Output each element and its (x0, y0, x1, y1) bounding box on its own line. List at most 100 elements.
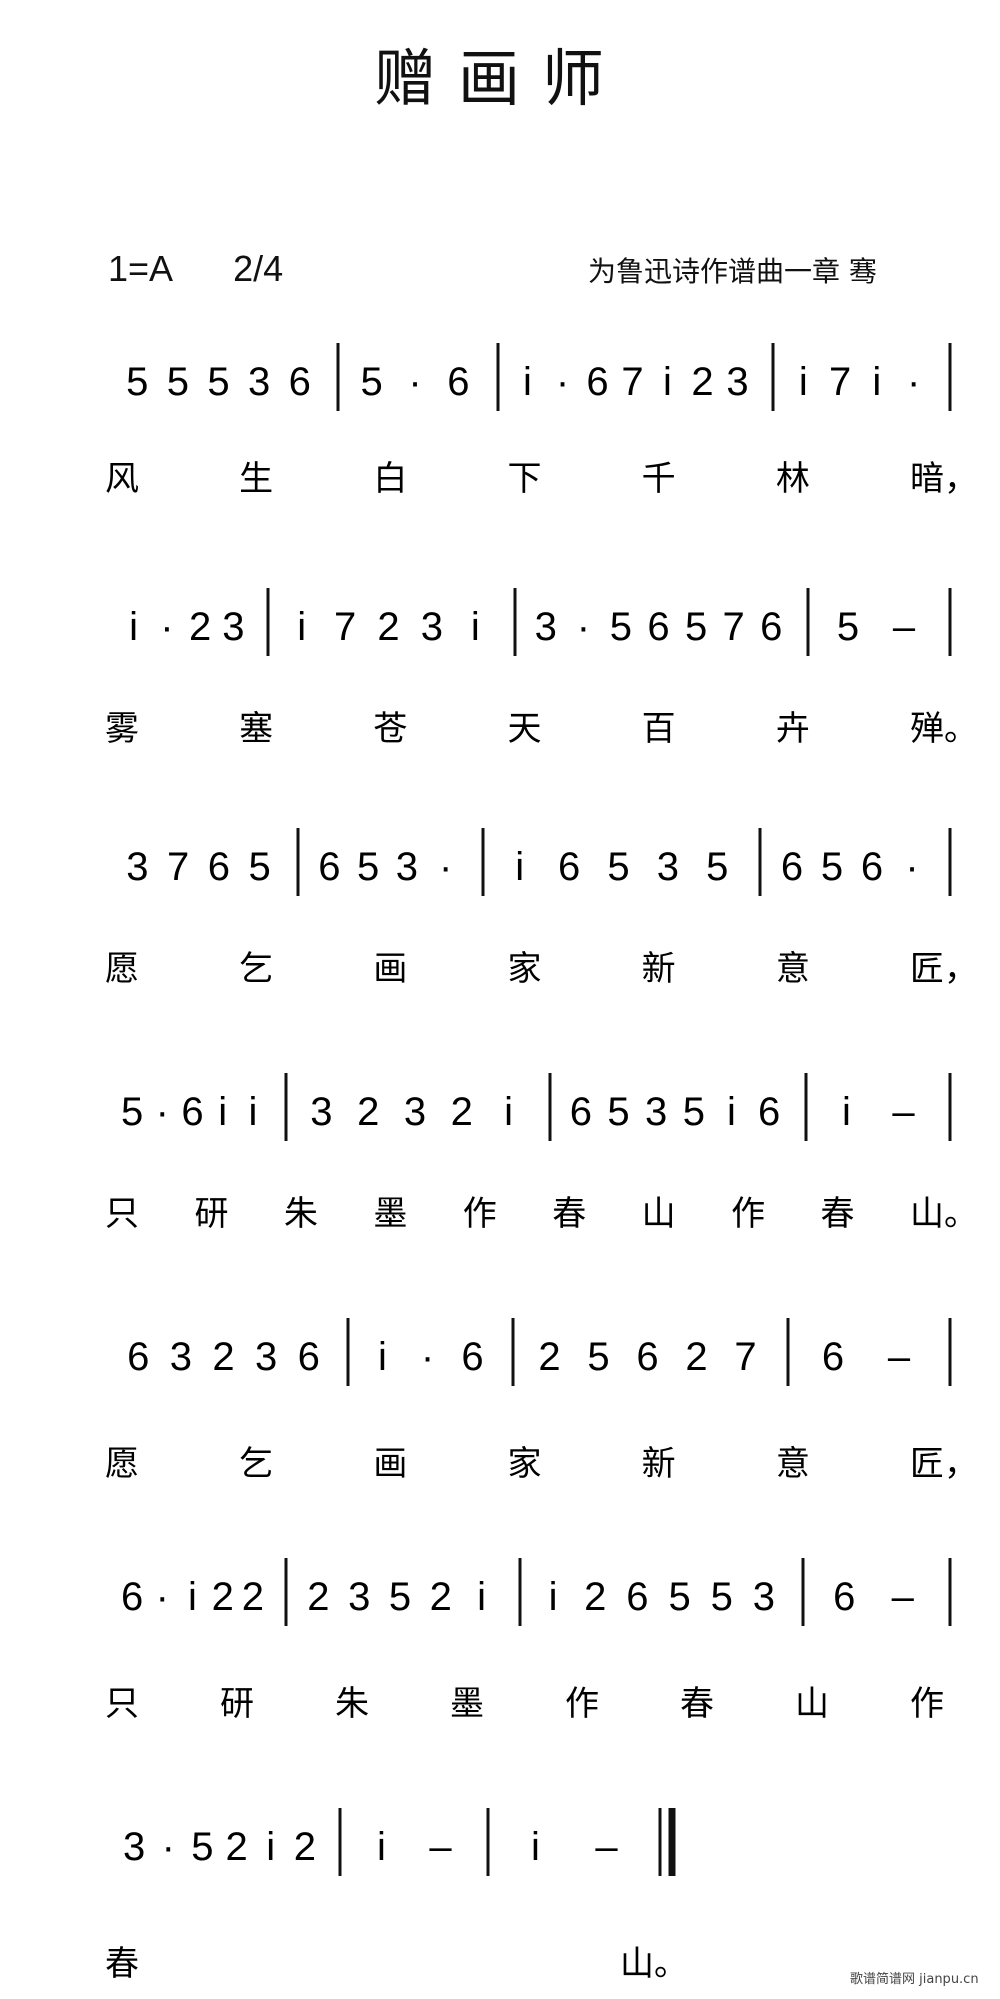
note: 5 (610, 605, 632, 649)
watermark: 歌谱简谱网 jianpu.cn (850, 1972, 979, 1987)
lyric-char: 春 (552, 1194, 586, 1234)
lyric-char: 新 (642, 1444, 676, 1484)
lyric-char: 研 (194, 1194, 228, 1234)
lyric-char: 家 (508, 1444, 542, 1484)
note: 3 (396, 845, 418, 889)
note: – (888, 1335, 911, 1379)
note: 6 (586, 360, 608, 404)
note: 2 (357, 1090, 379, 1134)
note: 2 (225, 1825, 247, 1869)
note: 5 (607, 1090, 629, 1134)
note: · (556, 360, 569, 404)
note: · (156, 1090, 169, 1134)
note: i (218, 1090, 227, 1134)
lyric-char: 春 (105, 1944, 139, 1984)
note: 2 (242, 1575, 264, 1619)
note: 5 (121, 1090, 143, 1134)
lyric-char: 只 (105, 1194, 139, 1234)
lyric-char: 朱 (284, 1194, 318, 1234)
note: · (905, 845, 918, 889)
note: i (377, 1825, 386, 1869)
credit-line: 为鲁迅诗作谱曲一章 骞 (588, 255, 877, 288)
lyric-char: 山 (642, 1194, 676, 1234)
lyric-char: 意 (776, 1444, 810, 1484)
lyric-char: 朱 (335, 1684, 369, 1724)
lyric-char: 苍 (373, 709, 407, 749)
note: 6 (833, 1575, 855, 1619)
lyric-char: 白 (373, 459, 407, 499)
note: 2 (212, 1575, 234, 1619)
note: 5 (706, 845, 728, 889)
note: i (378, 1335, 387, 1379)
lyric-char: 画 (373, 1444, 407, 1484)
note: 2 (294, 1825, 316, 1869)
note: – (595, 1825, 618, 1869)
note: · (408, 360, 421, 404)
note: 6 (781, 845, 803, 889)
lyric-char: 生 (239, 459, 273, 499)
note: 2 (584, 1575, 606, 1619)
lyric-char: 天 (508, 709, 542, 749)
lyric-char: 千 (642, 459, 676, 499)
lyric-char: 春 (821, 1194, 855, 1234)
lyric-char: 墨 (373, 1194, 407, 1234)
note: 6 (447, 360, 469, 404)
lyric-char: 风 (105, 459, 139, 499)
note: 5 (683, 1090, 705, 1134)
note: – (429, 1825, 452, 1869)
lyric-char: 雾 (105, 709, 139, 749)
note: 3 (726, 360, 748, 404)
note: 6 (127, 1335, 149, 1379)
note: – (892, 1090, 915, 1134)
note: 3 (645, 1090, 667, 1134)
note: 3 (348, 1575, 370, 1619)
note: 2 (691, 360, 713, 404)
lyric-char: 愿 (105, 949, 139, 989)
note: 5 (821, 845, 843, 889)
lyric-char: 墨 (450, 1684, 484, 1724)
note: · (439, 845, 452, 889)
note: · (162, 1825, 175, 1869)
note: 6 (318, 845, 340, 889)
note: 5 (711, 1575, 733, 1619)
lyric-char: 作 (463, 1194, 497, 1234)
note: i (549, 1575, 558, 1619)
note: 5 (685, 605, 707, 649)
note: 5 (167, 360, 189, 404)
lyric-char: 研 (220, 1684, 254, 1724)
note: 5 (191, 1825, 213, 1869)
note: · (577, 605, 590, 649)
note: 2 (212, 1335, 234, 1379)
lyric-char: 新 (642, 949, 676, 989)
note: i (523, 360, 532, 404)
note: 6 (647, 605, 669, 649)
note: 5 (587, 1335, 609, 1379)
key-time-signature: 1=A 2/4 (108, 248, 283, 290)
note: · (907, 360, 920, 404)
note: – (893, 605, 916, 649)
note: 5 (249, 845, 271, 889)
note: i (471, 605, 480, 649)
time-signature: 2/4 (233, 248, 284, 289)
lyric-char: 愿 (105, 1444, 139, 1484)
note: · (160, 605, 173, 649)
note: 6 (636, 1335, 658, 1379)
note: 3 (310, 1090, 332, 1134)
note: 5 (357, 845, 379, 889)
lyric-char: 林 (776, 459, 810, 499)
note: 5 (607, 845, 629, 889)
note: 7 (734, 1335, 756, 1379)
lyric-char: 意 (776, 949, 810, 989)
lyric-char: 卉 (776, 709, 810, 749)
note: 5 (389, 1575, 411, 1619)
lyric-char: 匠， (910, 949, 978, 989)
lyric-char: 乞 (239, 1444, 273, 1484)
note: 6 (861, 845, 883, 889)
lyric-char: 作 (565, 1684, 599, 1724)
note: 7 (334, 605, 356, 649)
note: 3 (170, 1335, 192, 1379)
lyric-char: 百 (642, 709, 676, 749)
note: i (297, 605, 306, 649)
